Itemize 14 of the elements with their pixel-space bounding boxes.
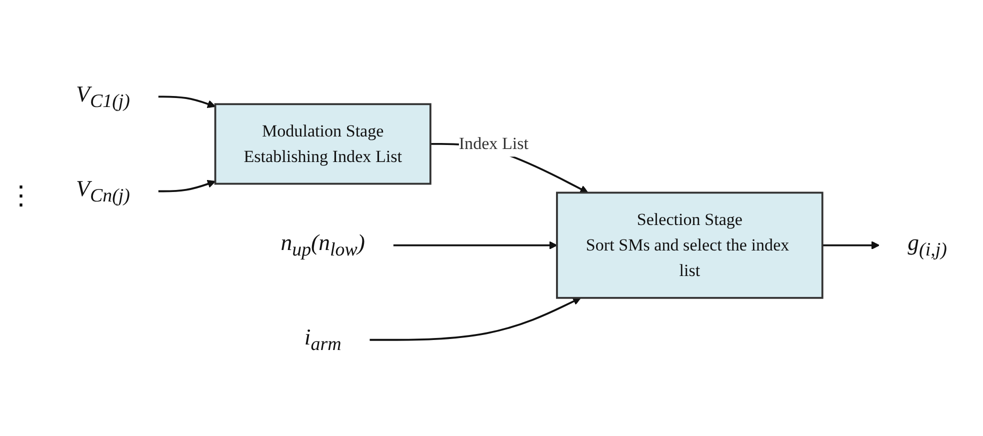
node-text: n$_{up}$(n$_{low}$)	[280, 230, 365, 260]
ellipsis-text: ⋮	[8, 180, 34, 211]
node-box: Modulation Stage Establishing Index List	[214, 102, 432, 184]
arrow	[393, 240, 558, 250]
node-text: g$_{(i,j)}$	[908, 230, 947, 260]
node-box: Selection Stage Sort SMs and select the index list	[556, 191, 824, 299]
node-text: i$_{arm}$	[304, 325, 342, 355]
node-text: V$_{C1(j)}$	[76, 82, 130, 112]
node-text: V$_{Cn(j)}$	[76, 176, 130, 206]
edge-label: Index List	[458, 134, 529, 153]
arrow	[370, 297, 582, 341]
arrow	[158, 95, 216, 108]
arrow	[822, 240, 880, 250]
arrow	[158, 180, 216, 192]
